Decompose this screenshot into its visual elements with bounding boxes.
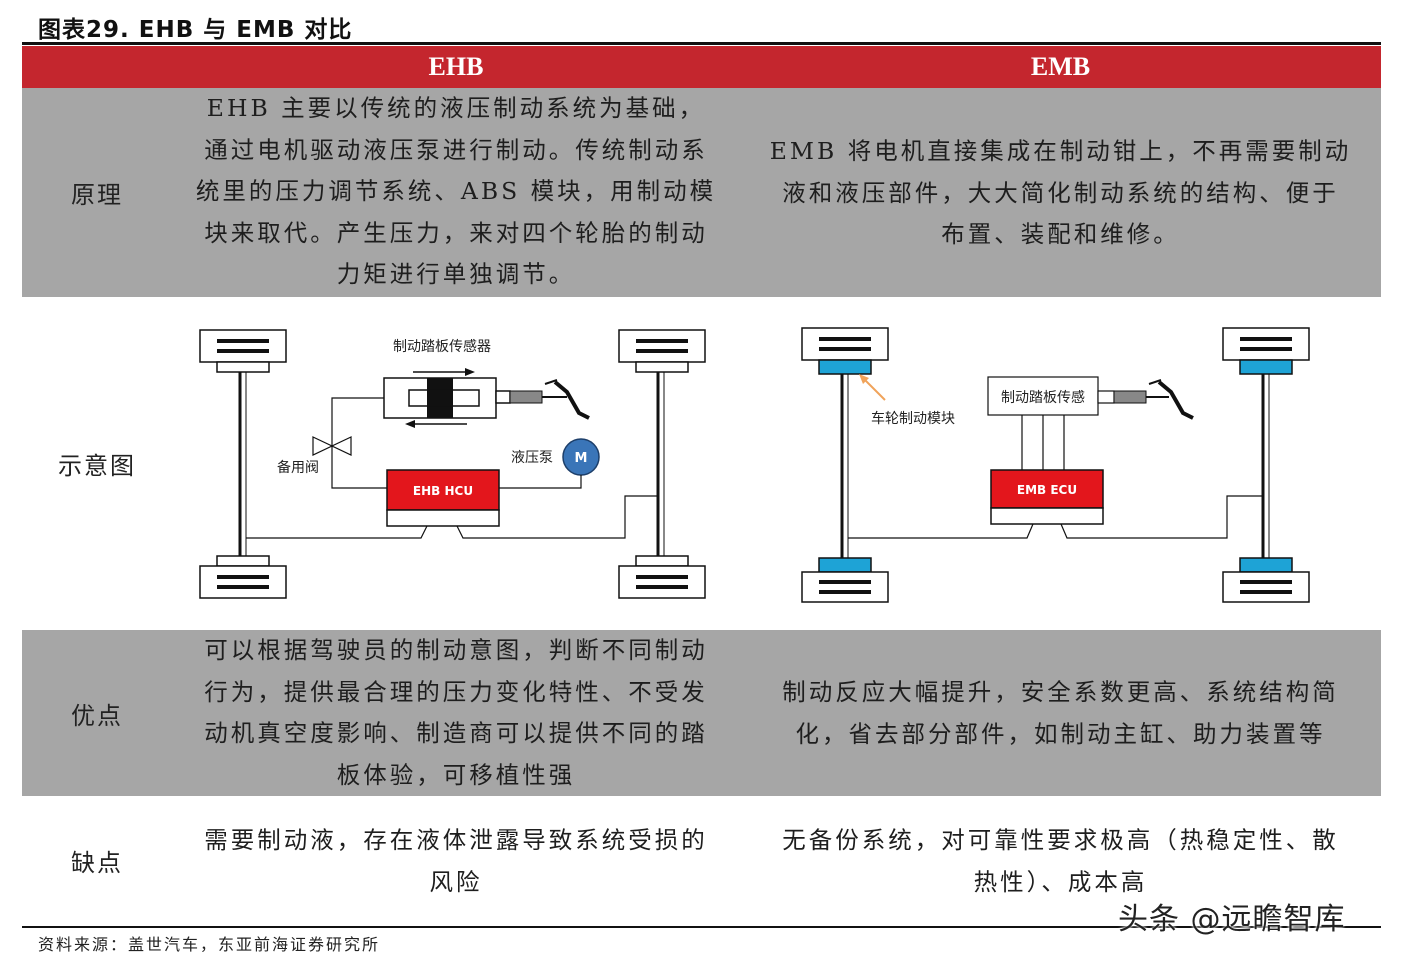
bottom-rule: [22, 926, 1381, 928]
figure-title: 图表29. EHB 与 EMB 对比: [38, 17, 353, 43]
text-line: 布置、装配和维修。: [941, 220, 1180, 248]
text-line: 制动反应大幅提升，安全系数更高、系统结构简: [782, 678, 1339, 706]
emb-wheel-rear-left: [801, 557, 889, 603]
text-line: 行为，提供最合理的压力变化特性、不受发: [204, 677, 708, 706]
motor-symbol: M: [575, 451, 588, 466]
disadvantages-emb-text: 无备份系统，对可靠性要求极高（热稳定性、散 热性）、成本高: [740, 820, 1381, 903]
diagram-label: 示意图: [58, 452, 136, 480]
advantages-ehb-text: 可以根据驾驶员的制动意图，判断不同制动 行为，提供最合理的压力变化特性、不受发 …: [172, 630, 740, 796]
text-line: 板体验，可移植性强: [336, 760, 576, 789]
text-line: 需要制动液，存在液体泄露导致系统受损的: [204, 826, 708, 854]
watermark: 头条 @远瞻智库: [1118, 902, 1346, 937]
emb-wheel-front-left: [801, 327, 889, 375]
emb-wheel-rear-right: [1222, 557, 1310, 603]
column-header-emb: EMB: [740, 46, 1381, 88]
wheel-front-right: [618, 329, 706, 373]
text-line: 无备份系统，对可靠性要求极高（热稳定性、散: [782, 826, 1339, 854]
text-line: 动机真空度影响、制造商可以提供不同的踏: [204, 719, 708, 747]
backup-valve-icon: [312, 436, 352, 456]
emb-schematic: 车轮制动模块 制动踏板传感 EMB ECU: [801, 327, 1310, 603]
top-rule: [22, 42, 1381, 45]
emb-ecu-label: EMB ECU: [1017, 483, 1077, 497]
text-line: 通过电机驱动液压泵进行制动。传统制动系: [204, 135, 708, 164]
ehb-hcu-label: EHB HCU: [413, 484, 473, 498]
principle-row-band: [22, 88, 1381, 297]
principle-label: 原理: [71, 181, 123, 209]
ehb-pedal-sensor-label: 制动踏板传感器: [393, 338, 491, 355]
principle-ehb-text: EHB 主要以传统的液压制动系统为基础， 通过电机驱动液压泵进行制动。传统制动系…: [172, 88, 740, 297]
header-corner: [22, 46, 172, 88]
emb-brake-pedal: [1146, 379, 1194, 420]
wheel-module-label: 车轮制动模块: [871, 410, 955, 427]
advantages-emb-text: 制动反应大幅提升，安全系数更高、系统结构简 化，省去部分部件，如制动主缸、助力装…: [740, 672, 1381, 755]
text-line: 可以根据驾驶员的制动意图，判断不同制动: [204, 636, 708, 664]
text-line: 风险: [429, 867, 483, 896]
disadvantages-label: 缺点: [71, 848, 123, 877]
text-line: 液和液压部件，大大简化制动系统的结构、便于: [782, 178, 1339, 207]
pump-label: 液压泵: [511, 450, 553, 466]
wheel-rear-left: [199, 555, 287, 599]
emb-wheel-front-right: [1222, 327, 1310, 375]
master-cylinder: [383, 368, 543, 428]
advantages-label: 优点: [71, 701, 123, 730]
emb-ecu-unit: EMB ECU: [990, 469, 1104, 525]
ehb-schematic: 制动踏板传感器 备用阀 液压泵 M EHB HCU: [199, 329, 706, 599]
wheel-front-left: [199, 329, 287, 373]
disadvantages-ehb-text: 需要制动液，存在液体泄露导致系统受损的 风险: [172, 820, 740, 903]
emb-pedal-sensor-box: 制动踏板传感: [987, 376, 1147, 416]
text-line: EHB 主要以传统的液压制动系统为基础，: [206, 94, 706, 122]
column-header-ehb: EHB: [172, 46, 740, 88]
text-line: EMB 将电机直接集成在制动钳上，不再需要制动: [769, 137, 1352, 165]
brake-pedal: [542, 379, 590, 420]
source-note: 资料来源：盖世汽车，东亚前海证券研究所: [38, 935, 381, 954]
text-line: 热性）、成本高: [973, 867, 1148, 896]
text-line: 块来取代。产生压力，来对四个轮胎的制动: [204, 218, 708, 247]
text-line: 力矩进行单独调节。: [336, 260, 576, 288]
ehb-hcu-unit: EHB HCU: [386, 469, 500, 527]
text-line: 统里的压力调节系统、ABS 模块，用制动模: [195, 177, 717, 205]
advantages-row-band: [22, 630, 1381, 796]
principle-emb-text: EMB 将电机直接集成在制动钳上，不再需要制动 液和液压部件，大大简化制动系统的…: [740, 131, 1381, 256]
text-line: 化，省去部分部件，如制动主缸、助力装置等: [795, 719, 1326, 748]
wheel-rear-right: [618, 555, 706, 599]
emb-pedal-sensor-label: 制动踏板传感: [1001, 389, 1085, 406]
backup-valve-label: 备用阀: [277, 459, 319, 476]
